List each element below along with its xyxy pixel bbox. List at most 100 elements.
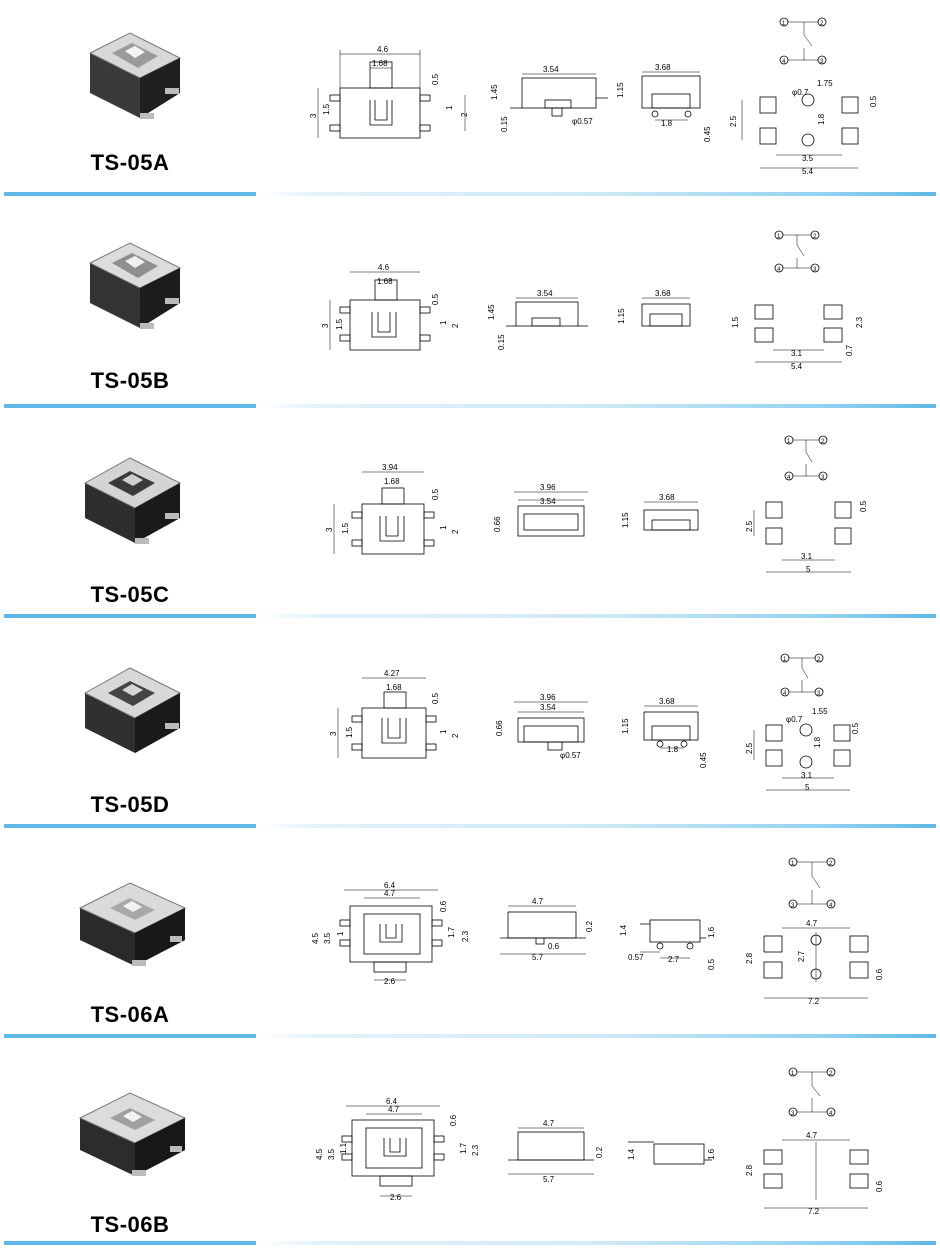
dim-label: 1.6 [707,926,716,938]
pcb-layout: 4.7 2.7 2.8 0.6 7.2 [745,919,884,1006]
pin-number: 2 [829,861,833,867]
dim-label: 4.7 [384,889,396,898]
top-view: 4.27 1.68 0.5 3 1.5 1 2 [329,669,460,759]
dim-label: 3.54 [540,497,556,506]
dim-label: 2.8 [745,952,754,964]
dim-label: 0.15 [500,116,509,132]
dim-label: 1.8 [667,745,679,754]
switch-schematic: 1 2 4 3 [784,435,828,481]
dim-label: 1.5 [335,318,344,330]
pin-number: 4 [787,475,791,481]
pcb-layout: 4.7 2.8 0.6 7.2 [745,1131,884,1216]
dimension-drawing-ts-05b: 4.6 1.68 0.5 3 1.5 1 2 3.54 1.45 0.15 3.… [321,230,864,371]
pin-number: 1 [782,21,786,27]
model-label: TS-06B [90,1212,170,1237]
dim-label: 2.7 [668,955,680,964]
dim-label: 3 [329,731,338,736]
product-row-ts-05d: TS-05D 4.27 1.68 0.5 3 1.5 1 2 3.96 3.54… [0,630,940,840]
pin-number: 3 [791,903,795,909]
dim-label: 0.66 [495,720,504,736]
dim-label: 1.45 [490,84,499,100]
dim-label: 4.5 [311,932,320,944]
dim-label: φ0.7 [786,715,803,724]
dim-label: 3 [325,527,334,532]
dim-label: 0.6 [548,942,560,951]
dim-label: 1 [439,320,448,325]
dim-label: 2.5 [729,115,738,127]
dim-label: 4.7 [532,897,544,906]
dim-label: 0.5 [431,488,440,500]
dim-label: φ0.57 [572,117,593,126]
dim-label: 1.15 [621,512,630,528]
pin-number: 3 [813,267,817,273]
switch-photo-ts-06a [78,882,187,966]
dimension-drawing-ts-06b: 6.4 4.7 0.6 4.5 3.5 1.1 1.7 2.3 2.6 4.7 … [315,1067,884,1216]
dim-label: 0.45 [699,752,708,768]
pin-number: 3 [820,59,824,65]
switch-schematic: 1 2 4 3 [780,653,824,697]
dim-label: 1.8 [817,113,826,125]
switch-schematic: 1 2 4 3 [774,230,820,273]
dim-label: 2.7 [797,950,806,962]
side-view: 4.7 0.2 0.6 5.7 [500,897,594,962]
dim-label: 1.1 [339,1142,348,1154]
dim-label: 1 [336,931,345,936]
pin-number: 3 [821,475,825,481]
dim-label: 1 [445,105,454,110]
top-view: 4.6 1.68 0.5 3 1.5 1 2 [321,263,460,351]
top-view: 6.4 4.7 0.6 4.5 3.5 1.7 2.3 1 2.6 [311,881,470,986]
side-view: 4.7 0.2 5.7 [508,1119,604,1184]
dimension-drawing-ts-05d: 4.27 1.68 0.5 3 1.5 1 2 3.96 3.54 0.66 φ… [329,653,860,792]
dim-label: 5 [806,565,811,574]
model-label: TS-05A [90,150,170,175]
dim-label: 2.3 [855,316,864,328]
dimension-drawing-ts-05a: 4.6 1.68 0.5 3 1.5 1 2 3.54 1.45 0.15 φ0… [309,17,878,176]
dim-label: 3.54 [543,65,559,74]
switch-photo-ts-05d [83,667,182,753]
end-view: 3.68 1.15 [621,493,699,531]
dim-label: 1.15 [621,718,630,734]
dim-label: 0.66 [493,516,502,532]
dim-label: 0.5 [431,293,440,305]
product-row-ts-06b: TS-06B 6.4 4.7 0.6 4.5 3.5 1.1 1.7 2.3 2… [0,1050,940,1260]
dim-label: 3.96 [540,483,556,492]
side-view: 3.54 1.45 0.15 φ0.57 [490,65,608,132]
dim-label: 3 [321,323,330,328]
dim-label: 4.7 [543,1119,555,1128]
side-view: 3.54 1.45 0.15 [487,289,588,350]
dim-label: φ0.7 [792,88,809,97]
dimension-drawing-ts-05c: 3.94 1.68 0.5 3 1.5 1 2 3.96 3.54 0.66 3… [325,435,868,574]
dim-label: 0.5 [851,722,860,734]
dim-label: 0.5 [431,692,440,704]
dim-label: 3.94 [382,463,398,472]
pin-number: 1 [791,861,795,867]
side-view: 3.96 3.54 0.66 [493,483,588,537]
dim-label: 6.4 [384,881,396,890]
dim-label: 1.8 [813,736,822,748]
dim-label: 1.68 [384,477,400,486]
dim-label: 1 [439,525,448,530]
end-view: 3.68 1.15 1.8 0.45 [621,697,708,768]
model-label: TS-05C [90,582,170,607]
pin-number: 2 [817,657,821,663]
dim-label: 5.4 [791,362,803,371]
top-view: 6.4 4.7 0.6 4.5 3.5 1.1 1.7 2.3 2.6 [315,1097,480,1202]
dim-label: 1.8 [661,119,673,128]
pin-number: 1 [777,234,781,240]
pin-number: 2 [820,21,824,27]
dim-label: 0.2 [585,920,594,932]
dim-label: 1.68 [377,277,393,286]
dim-label: 3.5 [327,1148,336,1160]
dim-label: 0.57 [628,953,644,962]
model-label: TS-05D [90,792,170,817]
dim-label: 4.6 [377,45,389,54]
pin-number: 4 [777,267,781,273]
row-separator-gradient [262,824,936,828]
switch-photo-ts-05a [88,32,182,119]
pcb-layout: 0.5 2.5 3.1 5 [745,500,868,574]
dim-label: 4.27 [384,669,400,678]
dim-label: 0.15 [497,334,506,350]
pcb-layout: φ0.7 1.55 0.5 2.5 1.8 3.1 5 [745,707,860,792]
dim-label: φ0.57 [560,751,581,760]
row-separator-gradient [262,1241,936,1245]
